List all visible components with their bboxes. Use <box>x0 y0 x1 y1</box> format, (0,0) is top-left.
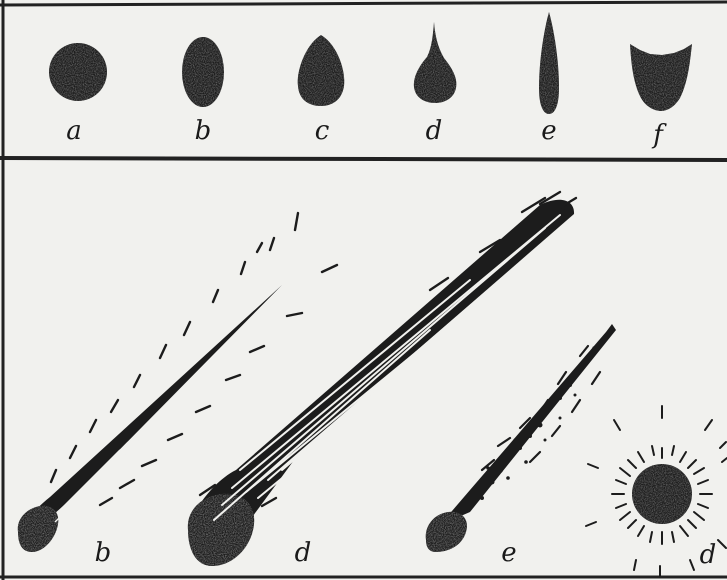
label-top-c: c <box>315 118 330 144</box>
label-top-b: b <box>195 118 212 144</box>
label-top-a: a <box>66 118 82 144</box>
drop-shape-b <box>182 37 224 107</box>
label-top-d: d <box>426 118 443 144</box>
frame-top-line <box>0 2 727 5</box>
label-top-f: f <box>653 122 663 148</box>
label-bottom-d: d <box>295 540 312 566</box>
drop-shape-e <box>539 12 559 114</box>
drop-shape-a <box>49 43 107 101</box>
breakup-d-shredded-streak <box>188 192 576 566</box>
drop-shape-d <box>414 22 456 103</box>
frame-divider-line <box>0 158 727 160</box>
breakup-b-thin-streak <box>18 213 337 552</box>
label-bottom-b: b <box>95 540 112 566</box>
drop-shape-f <box>630 44 692 111</box>
label-bottom-e: e <box>501 540 516 566</box>
breakup-e-crumbling-streak <box>426 324 616 552</box>
label-bottom-d-burst: d <box>700 542 717 568</box>
label-top-e: e <box>541 118 556 144</box>
drop-shape-c <box>298 35 345 106</box>
